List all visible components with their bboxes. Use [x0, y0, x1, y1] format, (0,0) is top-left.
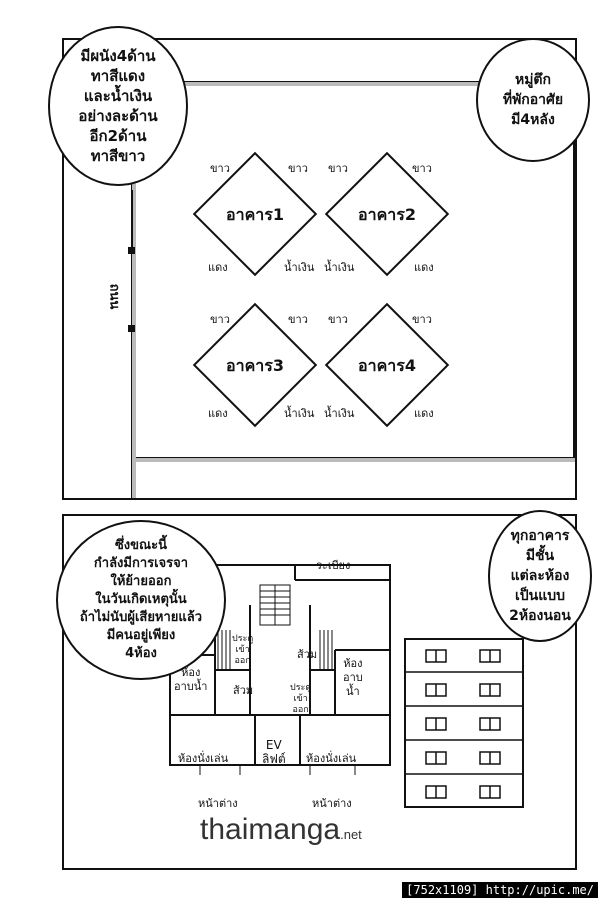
bath-left-label: ห้อง อาบน้ำ	[174, 666, 208, 693]
building-3-wall-bottom-right: น้ำเงิน	[284, 407, 315, 420]
building-1-label: อาคาร1	[225, 205, 284, 224]
living-right-label: ห้องนั่งเล่น	[306, 752, 357, 765]
bath-right-label: ห้อง อาบ น้ำ	[343, 657, 363, 698]
toilet-left-label: ส้วม	[233, 684, 254, 697]
living-left-label: ห้องนั่งเล่น	[178, 752, 229, 765]
building-3-label: อาคาร3	[225, 356, 284, 375]
building-3-wall-top-left: ขาว	[210, 313, 230, 326]
building-4-wall-bottom-left: น้ำเงิน	[324, 407, 355, 420]
thaimanga-logo: thaimanga.net	[200, 813, 362, 846]
building-2-label: อาคาร2	[357, 205, 416, 224]
building-2-wall-bottom-left: น้ำเงิน	[324, 261, 355, 274]
building-2-wall-bottom-right: แดง	[414, 261, 434, 274]
building-1-wall-bottom-right: น้ำเงิน	[284, 261, 315, 274]
speech-bubble-negotiation: ซึ่งขณะนี้ กำลังมีการเจรจา ให้ย้ายออก ใน…	[56, 520, 226, 680]
building-1-wall-top-right: ขาว	[288, 162, 308, 175]
door-left-label: ประตู เข้า ออก	[232, 634, 254, 666]
balcony-label: ระเบียง	[316, 559, 351, 572]
building-3-wall-bottom-left: แดง	[208, 407, 228, 420]
building-2-wall-top-left: ขาว	[328, 162, 348, 175]
speech-bubble-compound: หมู่ตึก ที่พักอาศัย มี4หลัง	[476, 38, 590, 162]
speech-bubble-walls: มีผนัง4ด้าน ทาสีแดง และน้ำเงิน อย่างละด้…	[48, 26, 188, 186]
ev-lift-label: EV ลิฟต์	[262, 738, 286, 766]
building-1-wall-bottom-left: แดง	[208, 261, 228, 274]
image-size-footer: [752x1109] http://upic.me/	[402, 882, 598, 898]
building-2-wall-top-right: ขาว	[412, 162, 432, 175]
building-4-label: อาคาร4	[357, 356, 416, 375]
building-4-wall-bottom-right: แดง	[414, 407, 434, 420]
door-right-label: ประตู เข้า ออก	[290, 683, 312, 715]
window-right-label: หน้าต่าง	[312, 797, 352, 810]
building-1-wall-top-left: ขาว	[210, 162, 230, 175]
building-elevation	[404, 638, 524, 808]
building-4-wall-top-left: ขาว	[328, 313, 348, 326]
speech-bubble-room-type: ทุกอาคาร มีชั้น แต่ละห้อง เป็นแบบ 2ห้องน…	[488, 510, 592, 642]
window-left-label: หน้าต่าง	[198, 797, 238, 810]
building-4-wall-top-right: ขาว	[412, 313, 432, 326]
building-3-wall-top-right: ขาว	[288, 313, 308, 326]
road-label: ถนน	[106, 283, 122, 310]
toilet-right-label: ส้วม	[297, 648, 318, 661]
